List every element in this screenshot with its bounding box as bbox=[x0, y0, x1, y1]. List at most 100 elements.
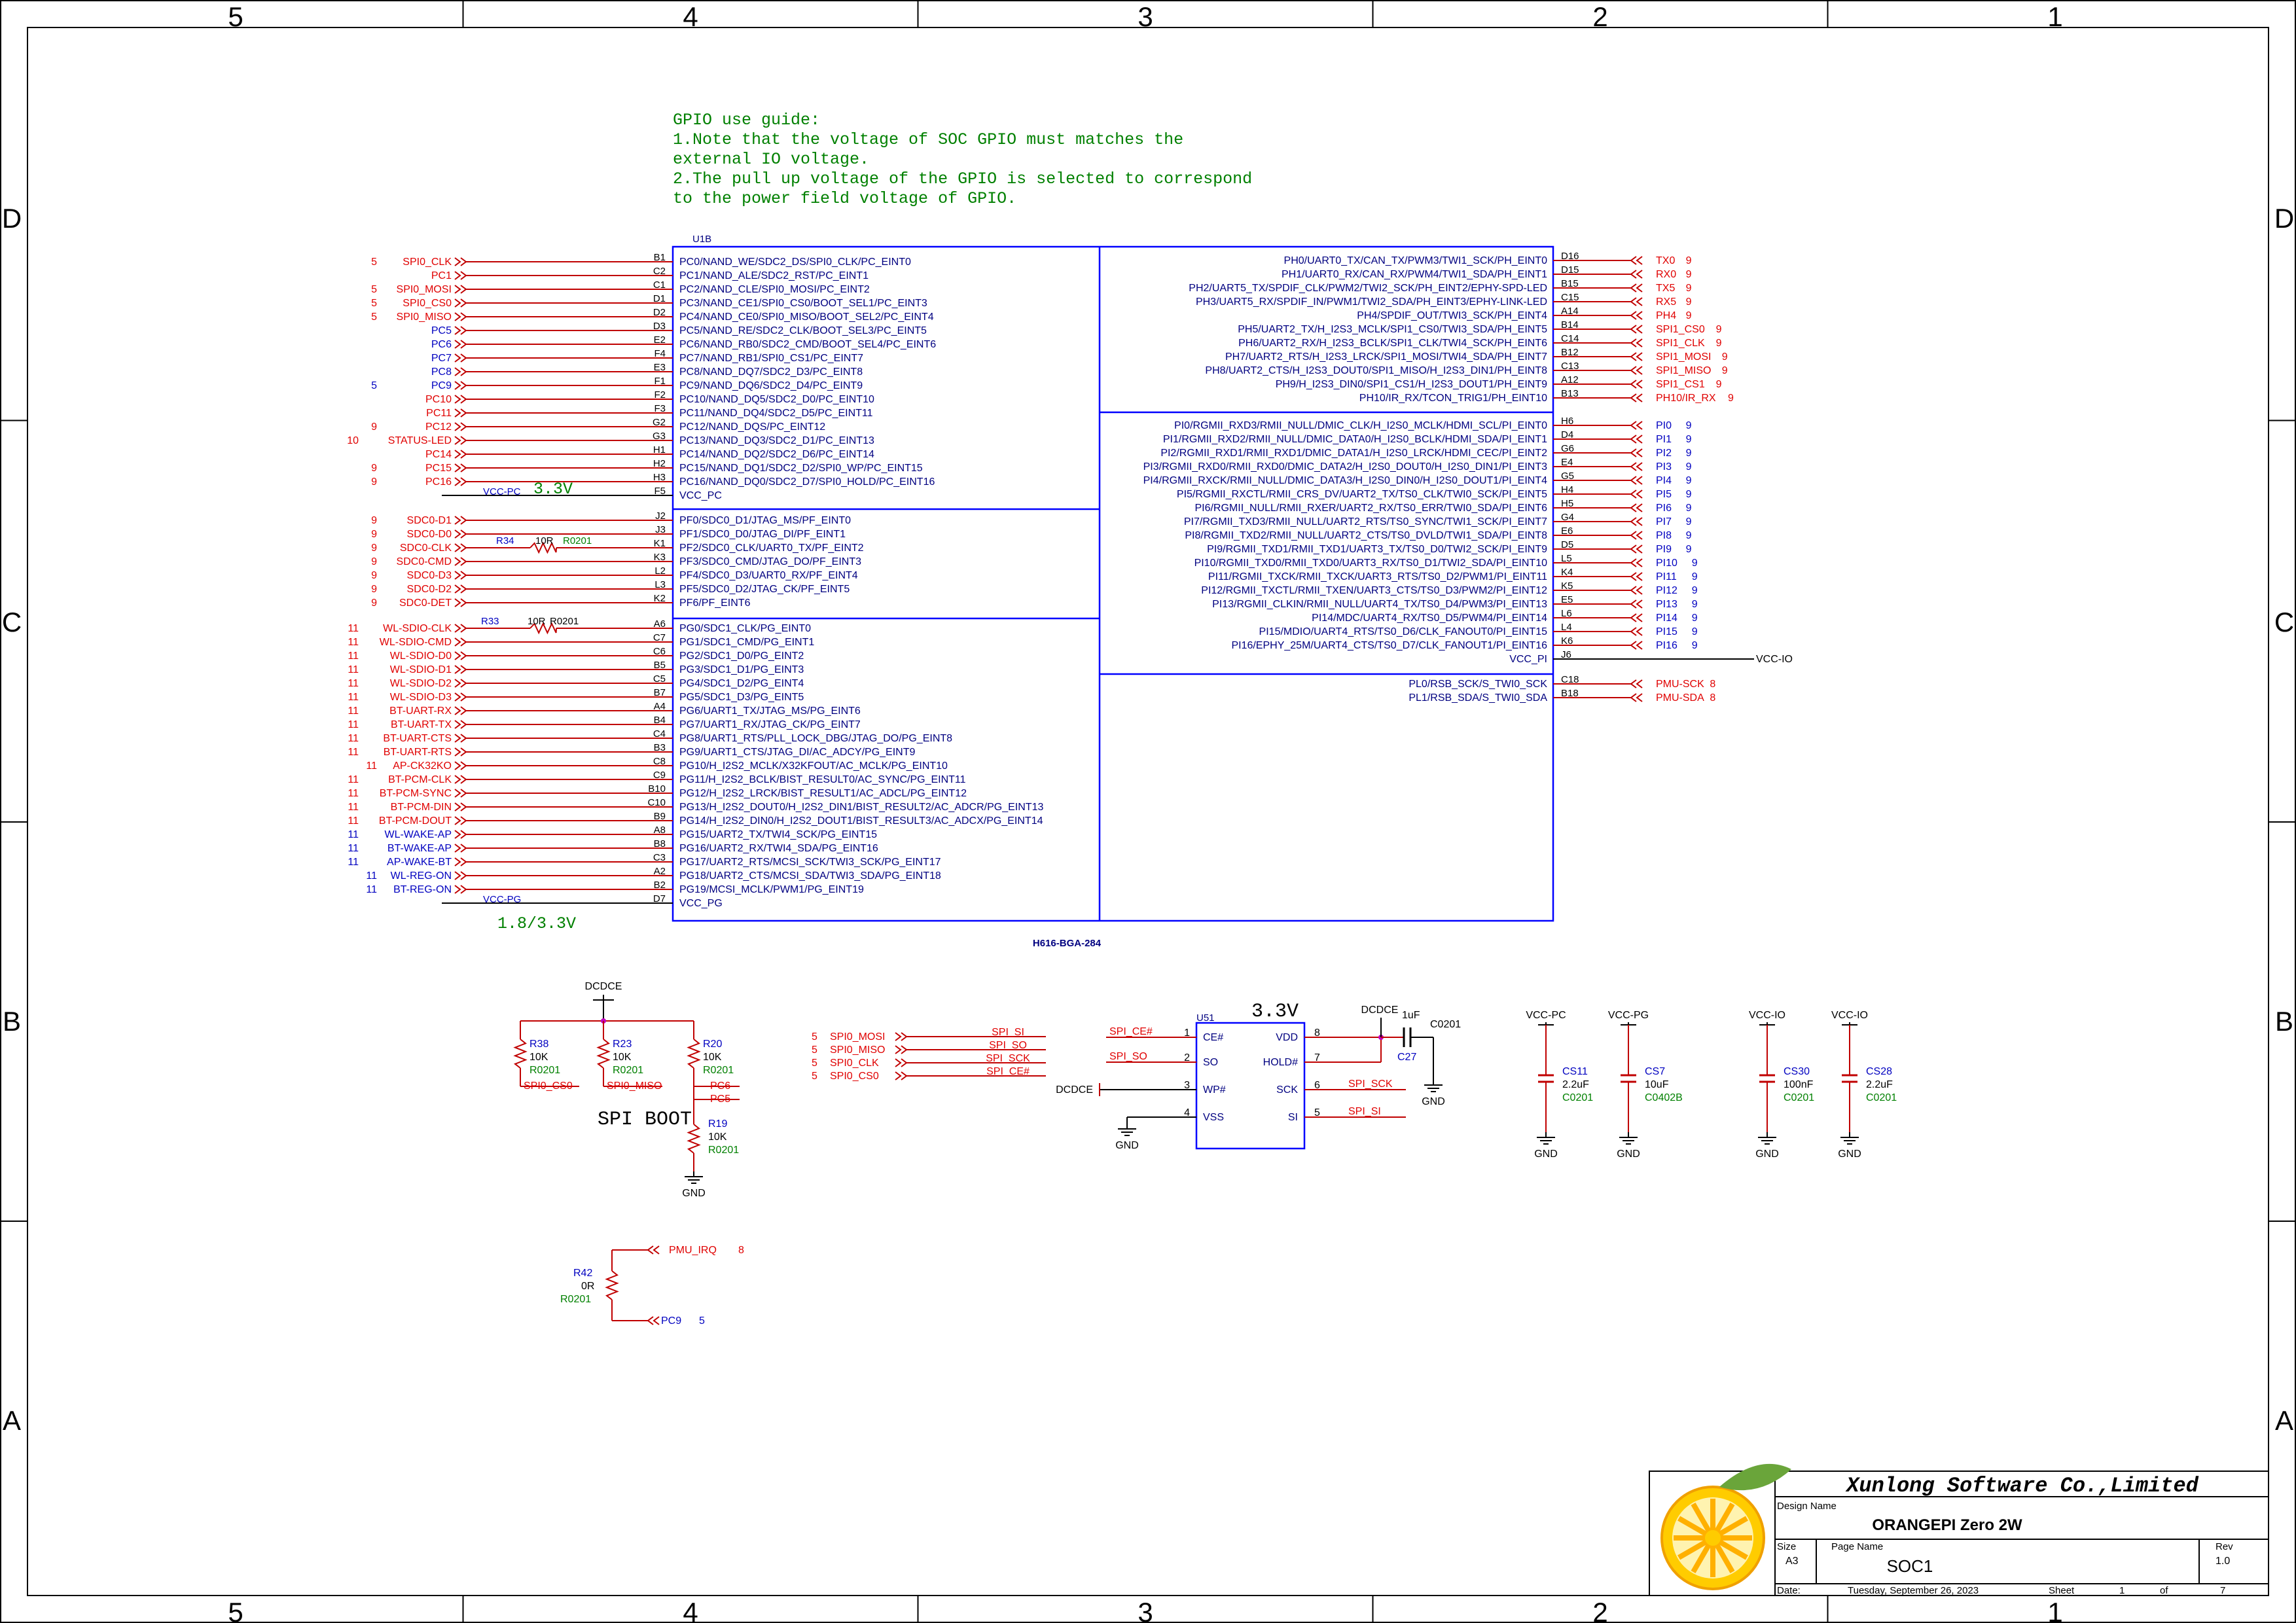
offpage-connector-icon bbox=[1636, 693, 1643, 702]
gnd-label: GND bbox=[1838, 1149, 1861, 1160]
soc-pin-function: PH9/H_I2S3_DIN0/SPI1_CS1/H_I2S3_DOUT1/PH… bbox=[1276, 379, 1547, 390]
offpage-connector-icon bbox=[460, 624, 467, 633]
soc-pin-function: PF3/SDC0_CMD/JTAG_DO/PF_EINT3 bbox=[679, 556, 861, 567]
net-label: PC9 bbox=[661, 1315, 681, 1327]
soc-pin-function: PI2/RGMII_RXD1/RMII_RXD1/DMIC_DATA1/H_I2… bbox=[1160, 448, 1547, 459]
resistor-value: 10K bbox=[708, 1132, 727, 1143]
page-ref: 9 bbox=[1716, 379, 1722, 390]
offpage-connector-icon bbox=[1636, 517, 1643, 526]
offpage-connector-icon bbox=[460, 692, 467, 702]
page-name: SOC1 bbox=[1887, 1556, 1933, 1576]
soc-pin-function: PG3/SDC1_D1/PG_EINT3 bbox=[679, 664, 804, 675]
net-label: PI2 bbox=[1656, 448, 1672, 459]
soc-pin-function: VCC_PI bbox=[1509, 654, 1547, 665]
soc-pin-function: PG14/H_I2S2_DIN0/H_I2S2_DOUT1/BIST_RESUL… bbox=[679, 815, 1043, 827]
page-ref: 9 bbox=[1692, 626, 1698, 637]
offpage-connector-icon bbox=[460, 367, 467, 376]
soc-pin-number: L4 bbox=[1561, 622, 1572, 633]
soc-pin-number: C6 bbox=[653, 646, 666, 657]
net-label: SDC0-CMD bbox=[397, 556, 452, 567]
soc-pin-number: K6 bbox=[1561, 635, 1573, 647]
offpage-connector-icon bbox=[647, 1245, 654, 1255]
net-label: SPI0_MISO bbox=[830, 1044, 885, 1056]
orange-logo-icon bbox=[1705, 1530, 1721, 1546]
soc-pin-number: B13 bbox=[1561, 388, 1579, 399]
page-ref: 9 bbox=[371, 556, 377, 567]
soc-pin-function: PI13/RGMII_CLKIN/RMII_NULL/UART4_TX/TS0_… bbox=[1212, 599, 1547, 610]
net-label: PC16 bbox=[425, 476, 452, 488]
soc-pin-number: C5 bbox=[653, 673, 666, 685]
soc-pin-number: F2 bbox=[654, 389, 666, 401]
offpage-connector-icon bbox=[454, 571, 461, 580]
resistor-mask bbox=[507, 541, 579, 554]
page-ref: 9 bbox=[1692, 613, 1698, 624]
offpage-connector-icon bbox=[454, 367, 461, 376]
zone-row-label: A bbox=[3, 1405, 21, 1436]
page-ref: 9 bbox=[1686, 475, 1692, 486]
soc-pin-number: D7 bbox=[653, 893, 666, 904]
gnd-label: GND bbox=[1115, 1140, 1139, 1151]
gnd-label: GND bbox=[1755, 1149, 1779, 1160]
soc-pin-number: K2 bbox=[654, 593, 666, 604]
net-label: WL-SDIO-CLK bbox=[383, 623, 452, 634]
net-label: WL-SDIO-D0 bbox=[390, 651, 452, 662]
flash-pin-number: 4 bbox=[1184, 1107, 1190, 1118]
capacitor-package: C0201 bbox=[1866, 1092, 1897, 1103]
soc-pin-number: A6 bbox=[654, 618, 666, 630]
offpage-connector-icon bbox=[454, 516, 461, 525]
net-label: SPI_SCK bbox=[1348, 1079, 1393, 1090]
page-ref: 11 bbox=[348, 678, 359, 689]
resistor-package: R0201 bbox=[563, 535, 592, 546]
design-name: ORANGEPI Zero 2W bbox=[1872, 1516, 2022, 1534]
net-label: PC7 bbox=[431, 353, 452, 364]
offpage-connector-icon bbox=[460, 637, 467, 647]
net-label: PC14 bbox=[425, 449, 452, 460]
page-ref: 8 bbox=[738, 1245, 744, 1256]
net-label: SPI_SI bbox=[1348, 1106, 1381, 1117]
soc-pin-number: G6 bbox=[1561, 443, 1574, 454]
soc-pin-function: PH2/UART5_TX/SPDIF_CLK/PWM2/TWI2_SCK/PH_… bbox=[1189, 283, 1547, 294]
soc-pin-number: L6 bbox=[1561, 608, 1572, 619]
offpage-connector-icon bbox=[1636, 435, 1643, 444]
offpage-connector-icon bbox=[454, 692, 461, 702]
gnd-label: GND bbox=[682, 1188, 706, 1199]
offpage-connector-icon bbox=[454, 257, 461, 266]
net-label: RX0 bbox=[1656, 269, 1676, 280]
offpage-connector-icon bbox=[1630, 325, 1637, 334]
soc-pin-function: PF1/SDC0_D0/JTAG_DI/PF_EINT1 bbox=[679, 529, 846, 540]
net-label: PI9 bbox=[1656, 544, 1672, 555]
page-ref: 9 bbox=[1728, 393, 1734, 404]
offpage-connector-icon bbox=[901, 1071, 908, 1080]
zone-row-label: A bbox=[2275, 1405, 2293, 1436]
offpage-connector-icon bbox=[460, 271, 467, 280]
sheet-total: 7 bbox=[2220, 1585, 2225, 1596]
offpage-connector-icon bbox=[901, 1045, 908, 1054]
offpage-connector-icon bbox=[1636, 572, 1643, 581]
offpage-connector-icon bbox=[454, 436, 461, 445]
page-ref: 5 bbox=[371, 298, 377, 309]
gpio-guide-notes: GPIO use guide:1.Note that the voltage o… bbox=[497, 111, 1252, 933]
flash-pin-name: HOLD# bbox=[1263, 1057, 1298, 1068]
net-label: SPI_CE# bbox=[1109, 1026, 1153, 1037]
offpage-connector-icon bbox=[460, 857, 467, 866]
flash-body bbox=[1195, 1022, 1306, 1150]
page-ref: 11 bbox=[348, 815, 359, 827]
offpage-connector-icon bbox=[454, 584, 461, 594]
page-ref: 11 bbox=[348, 788, 359, 799]
company-name: Xunlong Software Co.,Limited bbox=[1845, 1474, 2198, 1498]
net-label: PI0 bbox=[1656, 420, 1672, 431]
soc-pin-function: PI4/RGMII_RXCK/RMII_NULL/DMIC_DATA3/H_I2… bbox=[1143, 475, 1547, 486]
soc-right-pins: PH0/UART0_TX/CAN_TX/PWM3/TWI1_SCK/PH_EIN… bbox=[1143, 251, 1793, 704]
gpio-guide-line: to the power field voltage of GPIO. bbox=[673, 189, 1016, 208]
offpage-connector-icon bbox=[460, 312, 467, 321]
offpage-connector-icon bbox=[895, 1032, 902, 1041]
design-name-label: Design Name bbox=[1777, 1501, 1837, 1512]
flash-refdes: U51 bbox=[1196, 1012, 1215, 1024]
net-label: WL-SDIO-D3 bbox=[390, 692, 452, 703]
soc-pin-number: D1 bbox=[653, 293, 666, 304]
offpage-connector-icon bbox=[454, 271, 461, 280]
page-ref: 11 bbox=[348, 692, 359, 703]
offpage-connector-icon bbox=[895, 1058, 902, 1067]
soc-pin-number: J6 bbox=[1561, 649, 1571, 660]
